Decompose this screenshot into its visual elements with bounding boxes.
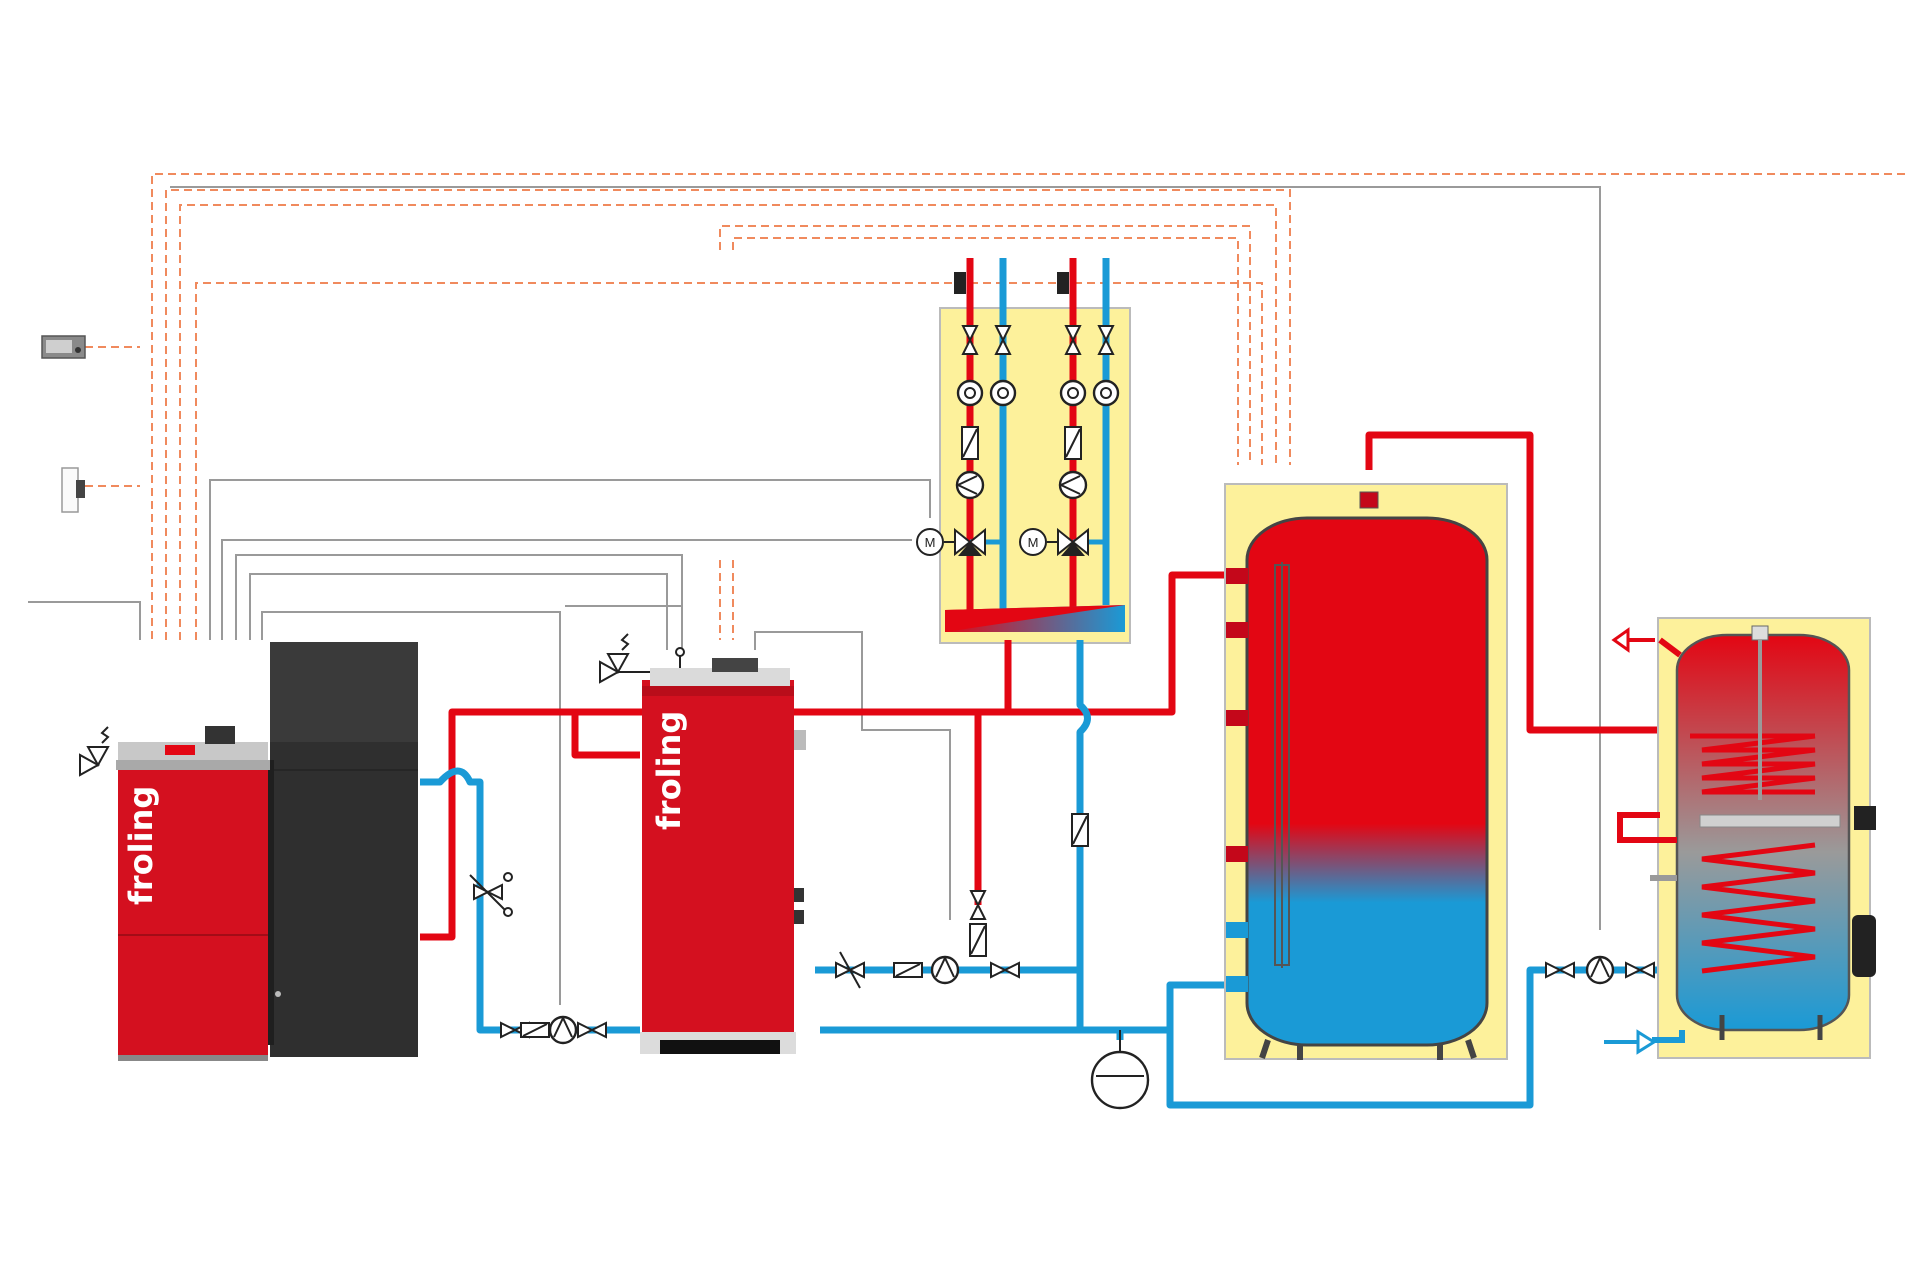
buffer-tank <box>1224 483 1508 1060</box>
pellet-boiler: froling <box>116 642 418 1061</box>
mixing-valve-motor-icon: M <box>916 527 986 557</box>
boiler-brand-label: froling <box>122 786 160 905</box>
boiler-brand-label: froling <box>650 711 688 830</box>
room-controller-icon <box>41 335 86 359</box>
svg-text:M: M <box>1028 535 1039 550</box>
circulation-pump-icon <box>548 1015 578 1045</box>
dhw-tank <box>1604 617 1876 1059</box>
check-valve-icon <box>520 1022 550 1038</box>
heating-circuit-module: M M <box>916 258 1131 644</box>
expansion-vessel-icon <box>1090 1030 1150 1110</box>
signal-lines <box>28 173 1905 1005</box>
flow-arrow-icon <box>1611 627 1630 653</box>
svg-text:M: M <box>925 535 936 550</box>
log-wood-boiler: froling <box>640 658 806 1054</box>
pipe-fittings <box>79 633 1655 1110</box>
room-sensor-icon <box>61 467 85 513</box>
